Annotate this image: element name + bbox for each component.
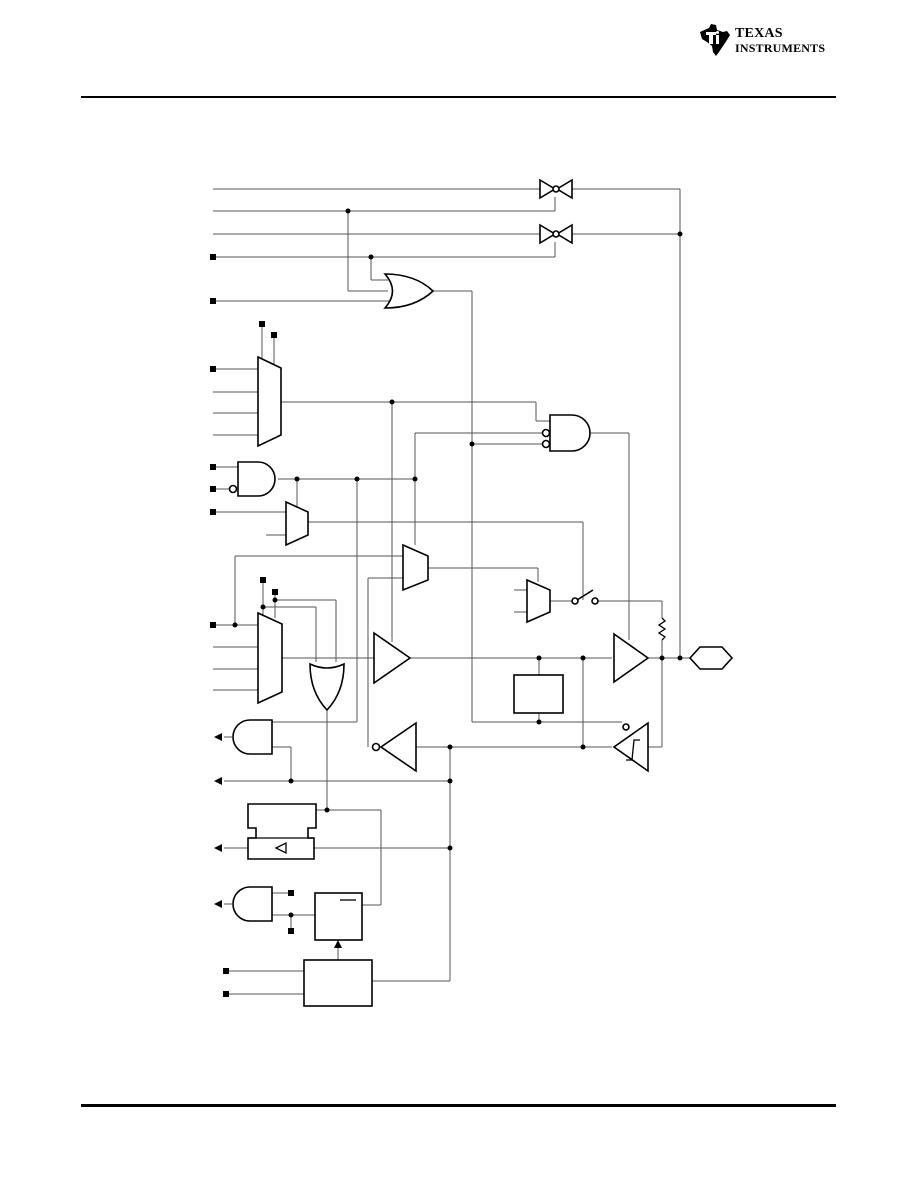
logo-line1: TEXAS bbox=[735, 26, 783, 41]
bowtie-switch-icon bbox=[539, 223, 573, 245]
junctions bbox=[232, 208, 683, 918]
and-gate-icon bbox=[232, 886, 273, 922]
and-gate-icon bbox=[549, 414, 591, 452]
arrow-up-icon bbox=[334, 940, 342, 948]
and-gate-icon bbox=[237, 461, 276, 497]
arrow-left-icon bbox=[214, 733, 222, 741]
latch-arrow-icon bbox=[274, 841, 287, 855]
footer-rule bbox=[81, 1104, 836, 1107]
multiplexer-icon bbox=[257, 355, 282, 448]
latch-block bbox=[247, 803, 317, 860]
terminals bbox=[210, 254, 294, 997]
hysteresis-icon bbox=[626, 739, 640, 761]
arrow-left-icon bbox=[214, 777, 222, 785]
pad-hexagon-icon bbox=[688, 646, 734, 670]
or-gate-icon bbox=[309, 662, 345, 712]
multiplexer-icon bbox=[257, 611, 283, 705]
logo-line2: INSTRUMENTS bbox=[735, 41, 826, 55]
timing-block bbox=[303, 959, 373, 1007]
multiplexer-icon bbox=[526, 578, 551, 624]
ti-logo: TEXAS INSTRUMENTS bbox=[697, 22, 839, 60]
multiplexer-icon bbox=[402, 543, 429, 592]
wires bbox=[213, 188, 690, 995]
schmitt-trigger-icon bbox=[612, 721, 649, 773]
flip-flop-block bbox=[314, 892, 363, 941]
buffer-triangle-icon bbox=[373, 631, 412, 685]
or-gate-icon bbox=[383, 273, 435, 309]
glyphs bbox=[248, 617, 667, 901]
inverter-icon bbox=[379, 721, 417, 773]
bowtie-switch-icon bbox=[539, 178, 573, 200]
output-arrows bbox=[214, 733, 342, 948]
arrow-left-icon bbox=[214, 844, 222, 852]
and-gate-icon bbox=[232, 719, 273, 755]
multiplexer-icon bbox=[285, 500, 309, 547]
arrow-left-icon bbox=[214, 900, 222, 908]
ti-state-logo-icon bbox=[700, 24, 730, 56]
control-block bbox=[513, 674, 564, 714]
header-rule bbox=[81, 96, 836, 98]
resistor-icon bbox=[657, 617, 667, 641]
buffer-triangle-icon bbox=[613, 632, 650, 684]
switch-icon bbox=[571, 589, 599, 605]
components bbox=[228, 178, 734, 1007]
